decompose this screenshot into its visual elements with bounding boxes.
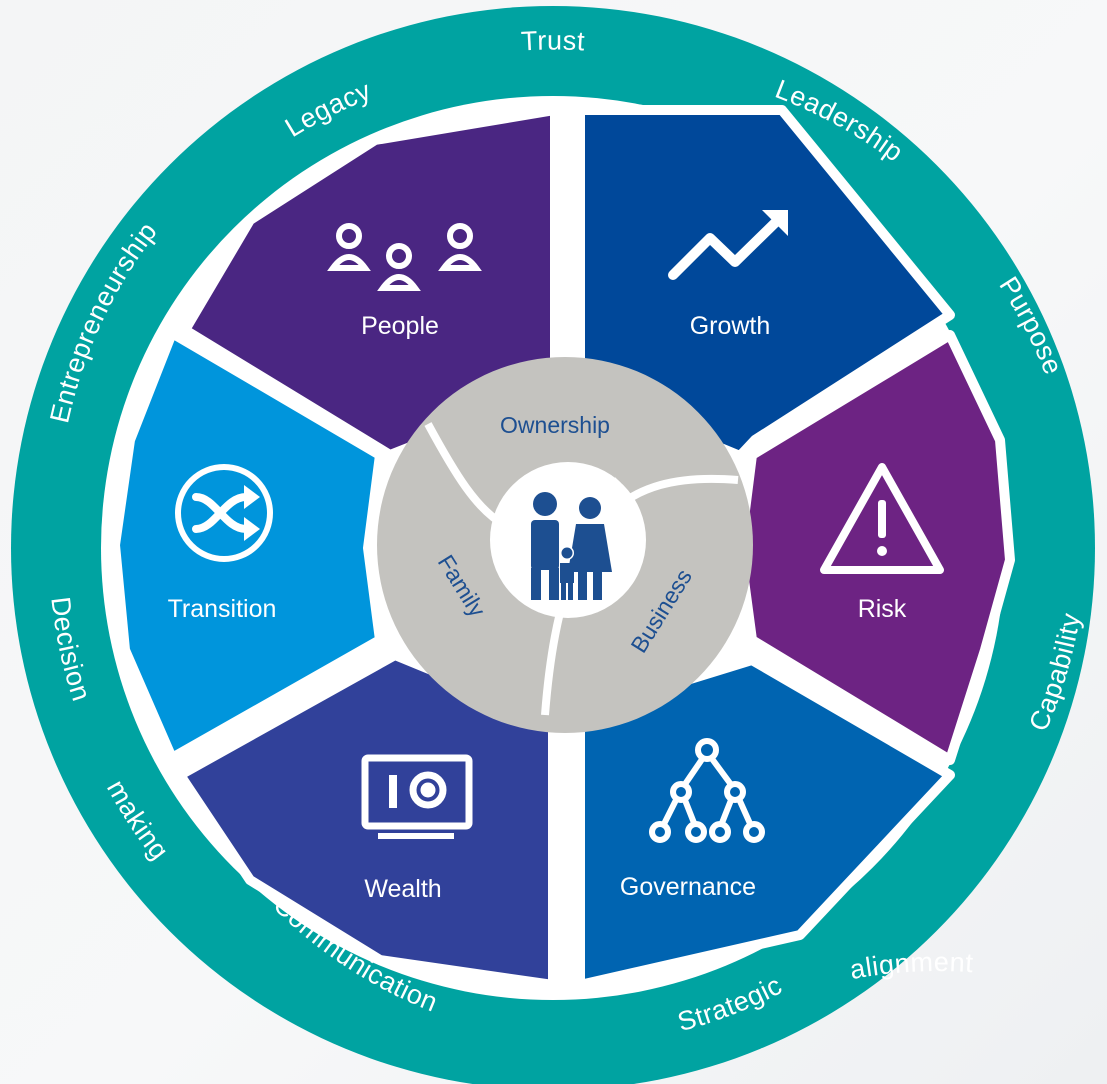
segment-transition[interactable]: Transition [110,328,385,763]
segment-label-growth: Growth [690,312,771,340]
segment-label-governance: Governance [620,873,756,901]
ring-label-alignment: alignment [848,947,975,985]
segment-label-transition: Transition [168,595,277,623]
trending-up-icon [668,210,788,280]
segment-label-wealth: Wealth [364,875,441,903]
family-icon [531,492,612,600]
hub-label-ownership: Ownership [500,412,610,438]
hub-center [490,462,646,618]
people-icon [327,223,482,291]
segment-label-people: People [361,312,439,340]
hub: Ownership Business Family [377,357,753,733]
segment-label-risk: Risk [858,595,907,623]
segment-governance[interactable]: Governance [575,655,955,990]
segment-risk[interactable]: Risk [735,330,1015,765]
org-tree-icon [649,738,765,843]
segment-wealth[interactable]: Wealth [175,650,558,990]
shuffle-icon [175,464,273,562]
warning-triangle-icon [820,463,944,574]
ring-label-trust: Trust [520,25,586,56]
safe-icon [361,754,473,839]
